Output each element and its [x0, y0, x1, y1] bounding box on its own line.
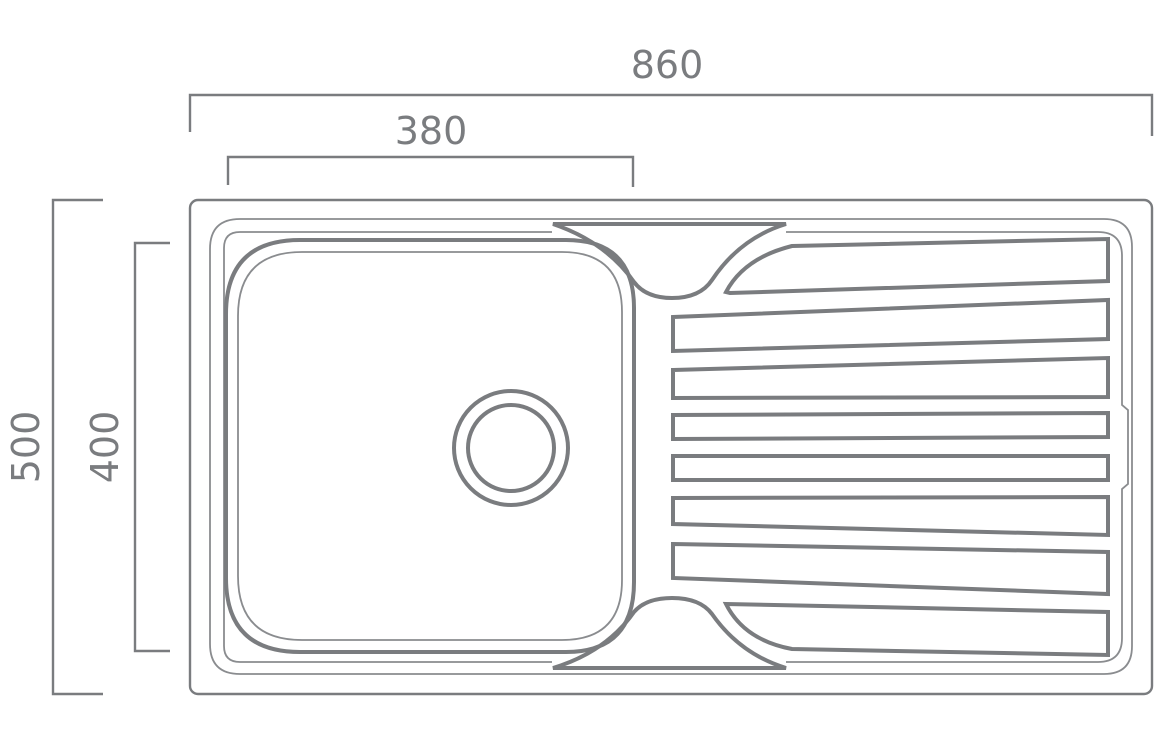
drain-waste [452, 389, 570, 507]
overall-depth-dimension: 500 [4, 198, 103, 696]
bowl-depth-dimension: 400 [83, 241, 170, 653]
drain-outer-ring [452, 389, 570, 507]
drainer-groove [671, 541, 1110, 597]
drainer-groove [722, 601, 1110, 658]
drainer-groove [671, 494, 1110, 538]
bowl-inner-edge [237, 251, 623, 641]
bowl-width-bracket [226, 155, 635, 187]
bowl-width-label: 380 [395, 109, 468, 153]
drainer-groove [671, 454, 1110, 482]
drainer-groove [671, 355, 1110, 401]
sink-outer-frame [188, 198, 1154, 696]
drain-inner-ring [466, 403, 556, 493]
drainer-groove [671, 297, 1110, 354]
overall-width-bracket [188, 93, 1154, 136]
sink-rim-inner-line [223, 231, 1129, 663]
drainer-groove [723, 236, 1110, 296]
top-channel-notch [552, 222, 787, 301]
bowl-depth-bracket [133, 241, 170, 653]
overall-width-label: 860 [631, 43, 704, 87]
drainer-groove [671, 410, 1110, 442]
sink-inner-rim [209, 218, 1133, 675]
bowl [224, 238, 636, 654]
bowl-outer-edge [224, 238, 636, 654]
bowl-depth-label: 400 [83, 411, 127, 484]
bowl-width-dimension: 380 [226, 109, 635, 187]
drainer-grooves [671, 236, 1110, 658]
bottom-channel-notch [552, 595, 787, 670]
overall-width-dimension: 860 [188, 43, 1154, 136]
overall-depth-bracket [51, 198, 103, 696]
overall-depth-label: 500 [4, 411, 48, 484]
